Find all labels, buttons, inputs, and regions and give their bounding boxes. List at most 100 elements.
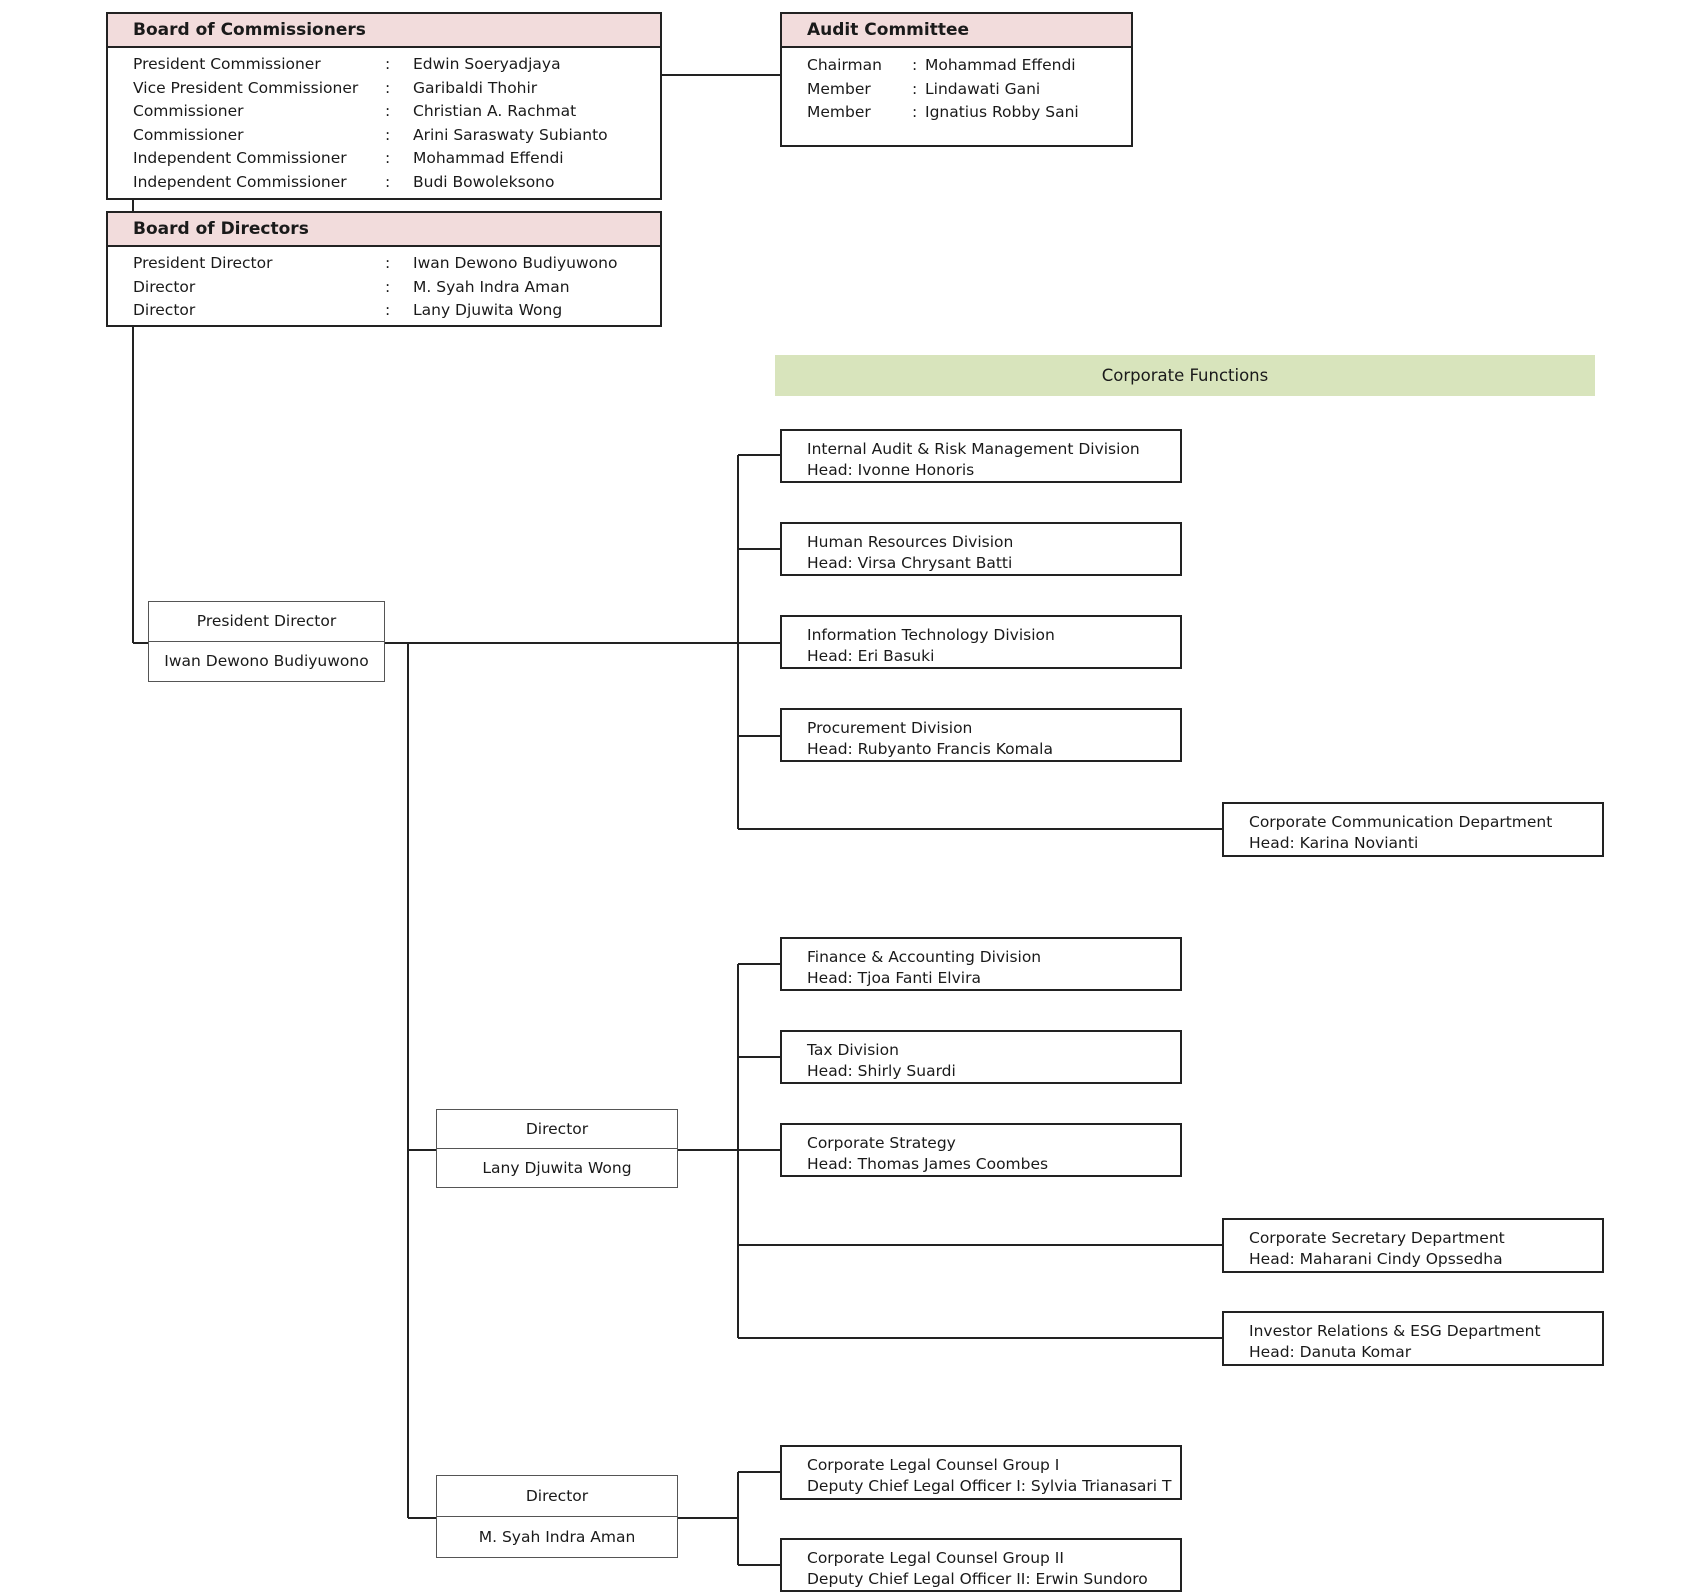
member-separator: : (385, 301, 391, 319)
unit-name: Corporate Legal Counsel Group II (807, 1549, 1064, 1567)
member-separator: : (385, 125, 391, 144)
exec-name: M. Syah Indra Aman (478, 1527, 636, 1546)
unit-head: Head: Tjoa Fanti Elvira (807, 968, 981, 987)
unit-human-resources: Human Resources Division Head: Virsa Chr… (780, 522, 1182, 576)
unit-name: Investor Relations & ESG Department (1249, 1322, 1541, 1340)
member-role: Member (807, 79, 871, 98)
unit-name: Corporate Strategy (807, 1134, 956, 1152)
director-row: President Director : Iwan Dewono Budiyuw… (108, 252, 660, 276)
unit-name: Finance & Accounting Division (807, 948, 1042, 966)
unit-name: Internal Audit & Risk Management Divisio… (807, 440, 1140, 458)
unit-name: Corporate Secretary Department (1249, 1229, 1505, 1247)
member-separator: : (912, 56, 918, 74)
member-name: Christian A. Rachmat (413, 102, 577, 120)
member-separator: : (385, 78, 391, 97)
corporate-functions-band: Corporate Functions (775, 355, 1595, 396)
unit-head: Head: Maharani Cindy Opssedha (1249, 1249, 1503, 1268)
audit-member-row: Chairman : Mohammad Effendi (782, 54, 1131, 78)
commissioner-row: Independent Commissioner : Budi Bowoleks… (108, 171, 660, 195)
unit-head: Head: Eri Basuki (807, 646, 935, 665)
member-name: Budi Bowoleksono (413, 172, 555, 191)
member-role: Member (807, 103, 871, 121)
commissioner-row: Commissioner : Arini Saraswaty Subianto (108, 124, 660, 148)
board-of-commissioners-title: Board of Commissioners (108, 14, 660, 48)
commissioner-row: Commissioner : Christian A. Rachmat (108, 100, 660, 124)
audit-committee-panel: Audit Committee Chairman : Mohammad Effe… (780, 12, 1133, 147)
exec-name: Lany Djuwita Wong (482, 1158, 632, 1177)
member-role: Chairman (807, 56, 882, 74)
member-role: President Director (133, 254, 273, 272)
member-role: Independent Commissioner (133, 149, 347, 167)
member-role: Independent Commissioner (133, 172, 347, 191)
member-separator: : (385, 149, 391, 167)
member-separator: : (912, 79, 918, 98)
unit-finance-accounting: Finance & Accounting Division Head: Tjoa… (780, 937, 1182, 991)
unit-tax: Tax Division Head: Shirly Suardi (780, 1030, 1182, 1084)
member-role: Commissioner (133, 125, 244, 144)
member-name: Ignatius Robby Sani (925, 103, 1079, 121)
unit-name: Corporate Legal Counsel Group I (807, 1456, 1060, 1474)
unit-head: Head: Virsa Chrysant Batti (807, 553, 1013, 572)
unit-head: Deputy Chief Legal Officer II: Erwin Sun… (807, 1569, 1148, 1588)
unit-internal-audit: Internal Audit & Risk Management Divisio… (780, 429, 1182, 483)
member-separator: : (385, 55, 391, 73)
unit-corporate-communication: Corporate Communication Department Head:… (1222, 802, 1604, 857)
member-separator: : (912, 103, 918, 121)
exec-title: Director (437, 1476, 677, 1517)
president-director-box: President Director Iwan Dewono Budiyuwon… (148, 601, 385, 682)
member-name: Edwin Soeryadjaya (413, 55, 561, 73)
member-name: Arini Saraswaty Subianto (413, 125, 608, 144)
director-lany-box: Director Lany Djuwita Wong (436, 1109, 678, 1188)
unit-name: Human Resources Division (807, 533, 1014, 551)
audit-member-row: Member : Lindawati Gani (782, 78, 1131, 102)
member-role: Vice President Commissioner (133, 78, 359, 97)
unit-legal-counsel-group-2: Corporate Legal Counsel Group II Deputy … (780, 1538, 1182, 1592)
member-role: Commissioner (133, 102, 244, 120)
unit-head: Head: Rubyanto Francis Komala (807, 739, 1053, 758)
board-of-directors-panel: Board of Directors President Director : … (106, 211, 662, 327)
unit-corporate-strategy: Corporate Strategy Head: Thomas James Co… (780, 1123, 1182, 1177)
board-of-commissioners-panel: Board of Commissioners President Commiss… (106, 12, 662, 200)
unit-name: Corporate Communication Department (1249, 813, 1553, 831)
director-row: Director : M. Syah Indra Aman (108, 276, 660, 300)
unit-name: Procurement Division (807, 719, 973, 737)
member-name: Mohammad Effendi (413, 149, 564, 167)
unit-information-technology: Information Technology Division Head: Er… (780, 615, 1182, 669)
director-row: Director : Lany Djuwita Wong (108, 299, 660, 323)
member-name: Mohammad Effendi (925, 56, 1076, 74)
member-name: M. Syah Indra Aman (413, 277, 570, 296)
exec-title: Director (437, 1110, 677, 1149)
unit-procurement: Procurement Division Head: Rubyanto Fran… (780, 708, 1182, 762)
unit-head: Head: Thomas James Coombes (807, 1154, 1049, 1173)
member-separator: : (385, 254, 391, 272)
member-name: Garibaldi Thohir (413, 78, 538, 97)
unit-head: Head: Ivonne Honoris (807, 460, 975, 479)
unit-head: Head: Karina Novianti (1249, 833, 1419, 852)
board-of-directors-title: Board of Directors (108, 213, 660, 247)
unit-investor-relations-esg: Investor Relations & ESG Department Head… (1222, 1311, 1604, 1366)
member-name: Lindawati Gani (925, 79, 1041, 98)
member-role: Director (133, 301, 196, 319)
exec-title: President Director (149, 602, 384, 642)
member-separator: : (385, 277, 391, 296)
commissioner-row: Independent Commissioner : Mohammad Effe… (108, 147, 660, 171)
member-name: Lany Djuwita Wong (413, 301, 563, 319)
member-separator: : (385, 102, 391, 120)
member-role: Director (133, 277, 196, 296)
member-role: President Commissioner (133, 55, 321, 73)
director-syah-box: Director M. Syah Indra Aman (436, 1475, 678, 1558)
unit-name: Tax Division (807, 1041, 899, 1059)
unit-corporate-secretary: Corporate Secretary Department Head: Mah… (1222, 1218, 1604, 1273)
commissioner-row: President Commissioner : Edwin Soeryadja… (108, 53, 660, 77)
unit-head: Head: Danuta Komar (1249, 1342, 1412, 1361)
audit-committee-title: Audit Committee (782, 14, 1131, 48)
unit-head: Deputy Chief Legal Officer I: Sylvia Tri… (807, 1476, 1172, 1495)
exec-name: Iwan Dewono Budiyuwono (164, 652, 369, 671)
unit-name: Information Technology Division (807, 626, 1055, 644)
member-separator: : (385, 172, 391, 191)
member-name: Iwan Dewono Budiyuwono (413, 254, 618, 272)
unit-legal-counsel-group-1: Corporate Legal Counsel Group I Deputy C… (780, 1445, 1182, 1500)
audit-member-row: Member : Ignatius Robby Sani (782, 101, 1131, 125)
unit-head: Head: Shirly Suardi (807, 1061, 956, 1080)
